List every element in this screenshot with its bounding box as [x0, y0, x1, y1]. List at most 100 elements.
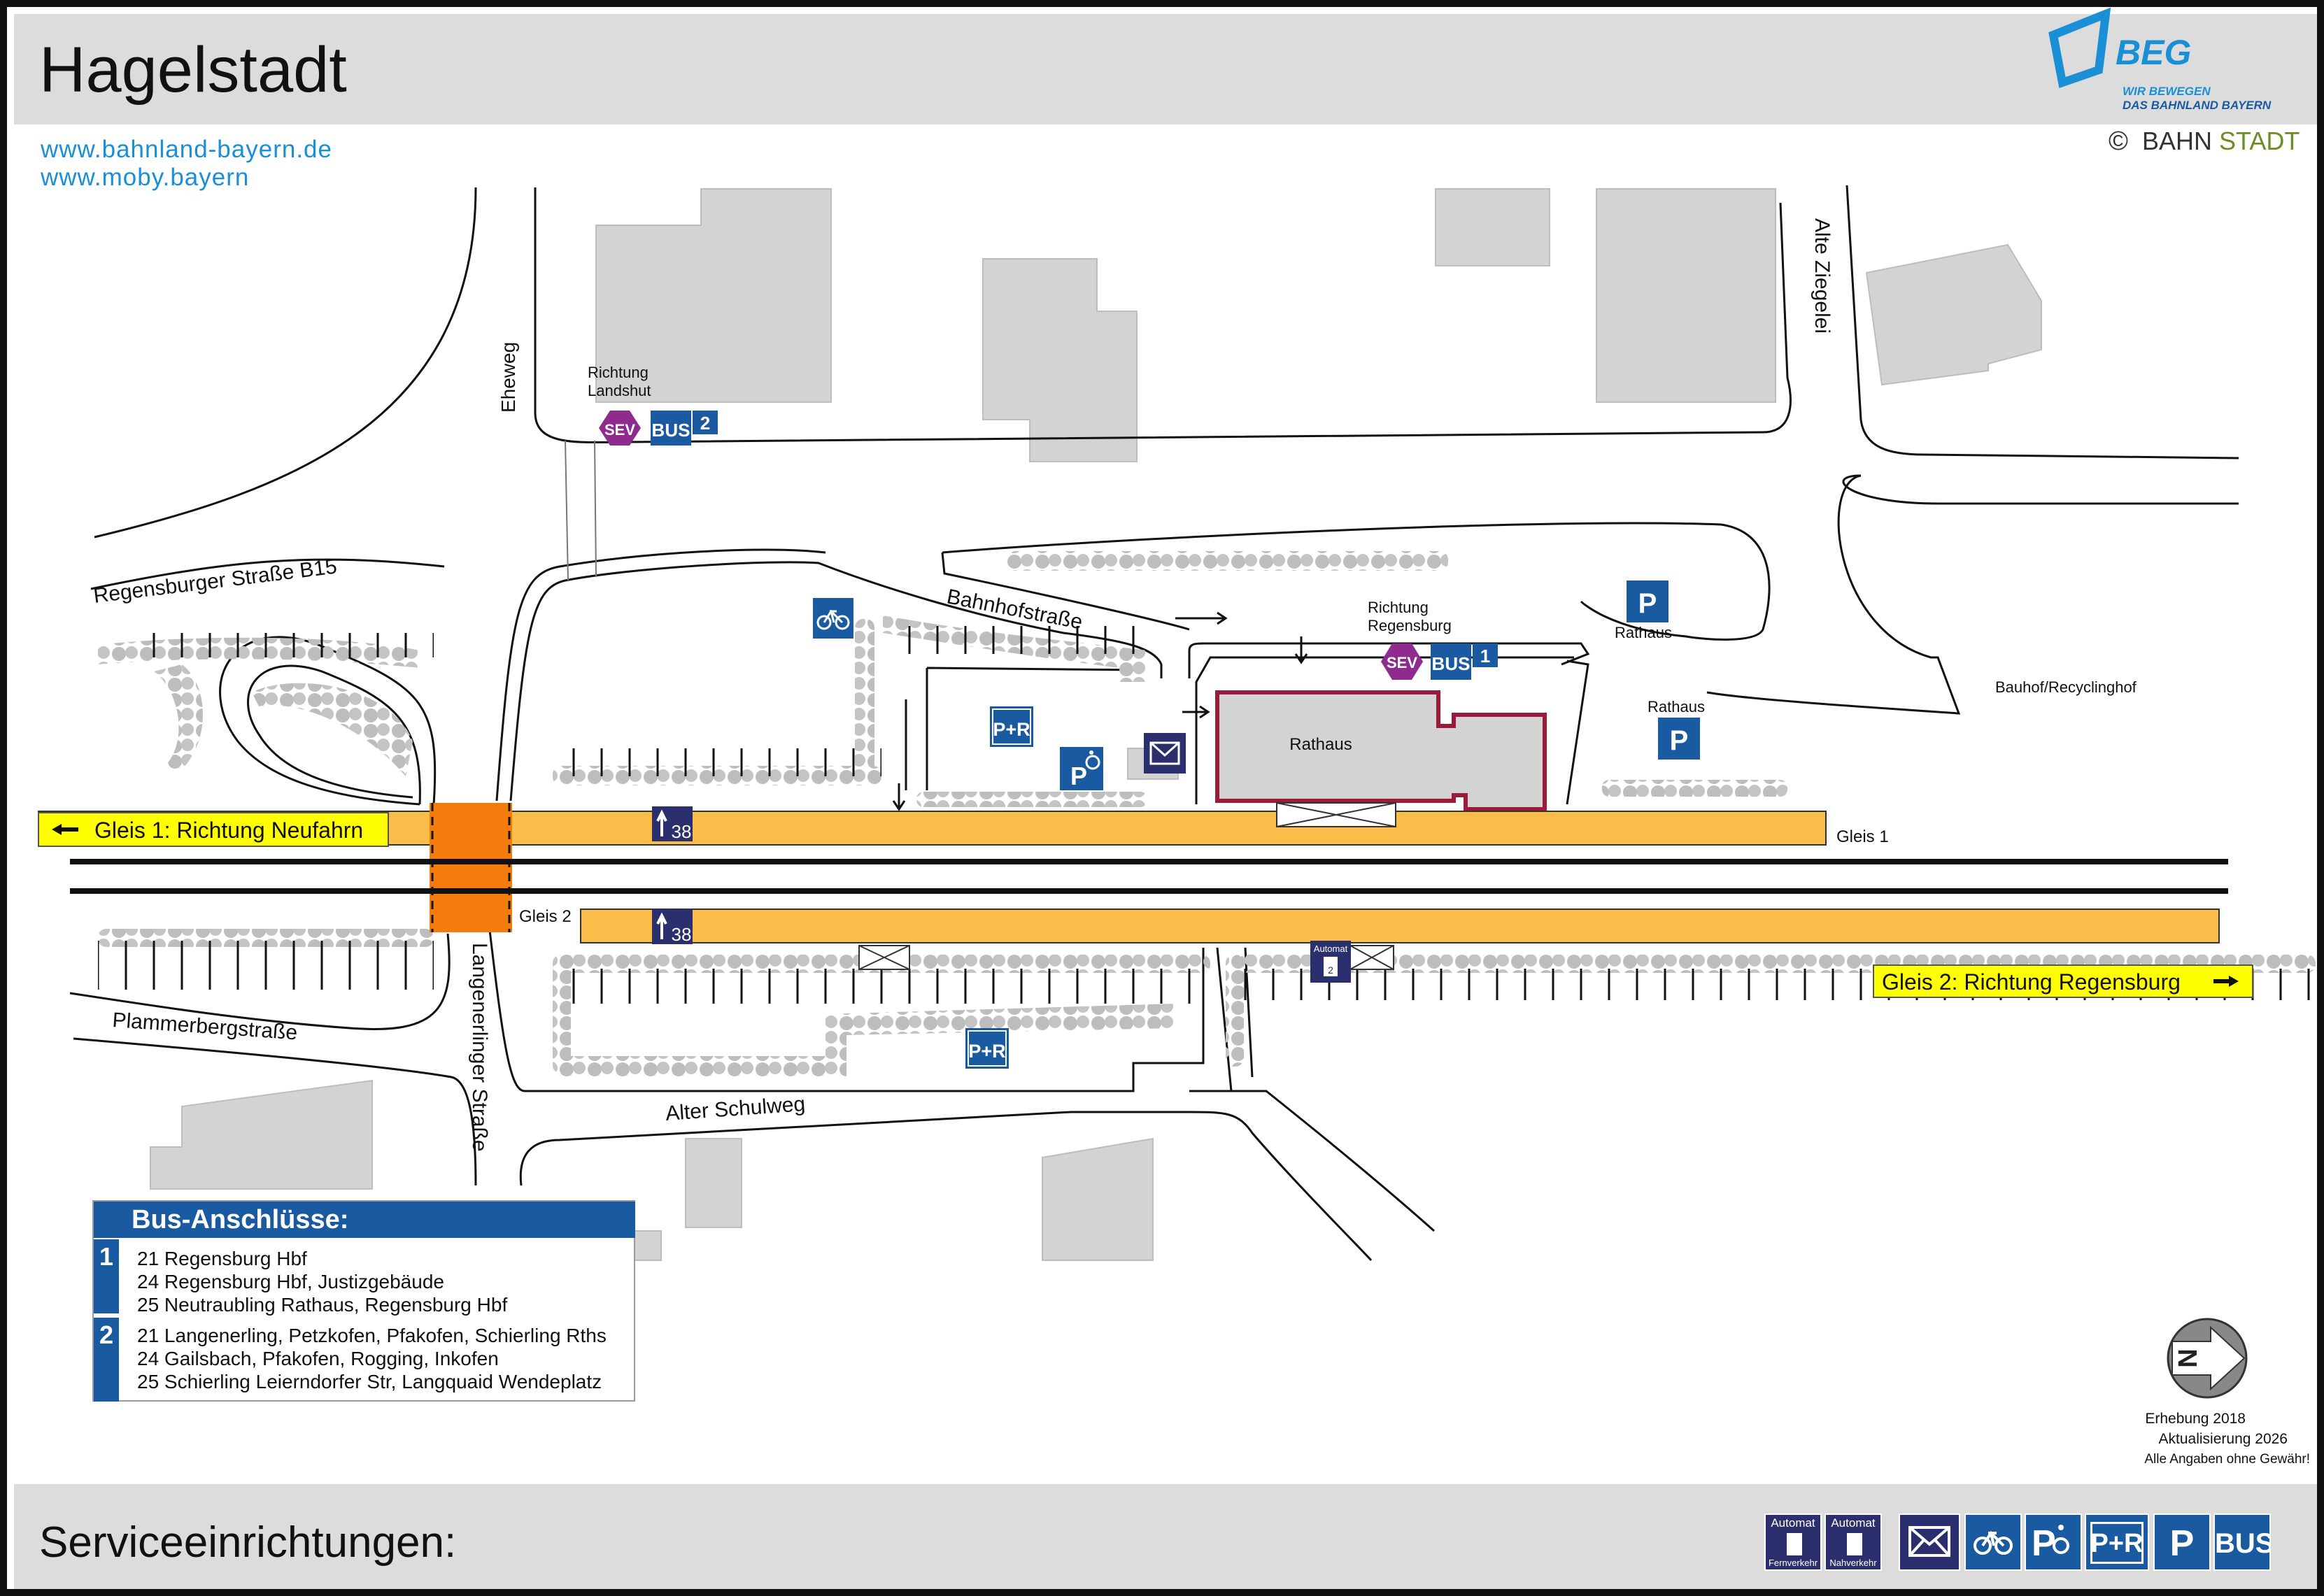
park-and-ride-north[interactable]: P+R: [990, 706, 1033, 747]
fence: [553, 969, 1210, 1004]
ticket-machine-glyph: [1847, 1533, 1862, 1555]
bus-icon-label: BUS: [1432, 653, 1471, 674]
ticket-machine-regional-icon[interactable]: Automat Nahverkehr: [1825, 1513, 1882, 1571]
update-note: Aktualisierung 2026: [2159, 1431, 2288, 1447]
park-and-ride-label: P+R: [968, 1041, 1005, 1062]
bus-connection-stop-number: 1: [94, 1239, 119, 1313]
mailbox-icon[interactable]: [1899, 1513, 1960, 1571]
fence: [98, 941, 434, 990]
bus-icon: [651, 411, 691, 446]
bike-parking[interactable]: [813, 598, 853, 639]
bus-stop-number-box: [693, 411, 718, 434]
building: [982, 258, 1138, 462]
map-canvas: BEG WIR BEWEGEN DAS BAHNLAND BAYERN © BA…: [38, 7, 2316, 1467]
parking-icon[interactable]: P: [2153, 1513, 2211, 1571]
building: [150, 1079, 373, 1190]
bus-connections-panel: Bus-Anschlüsse: 1 21 Regensburg Hbf 24 R…: [92, 1200, 635, 1402]
building: [1865, 243, 2042, 386]
road-edge: [1706, 474, 1961, 715]
beg-tagline-1: WIR BEWEGEN: [2123, 85, 2211, 98]
arrow-up-icon: [656, 912, 667, 939]
gleis-1-direction-label: Gleis 1: Richtung Neufahrn: [94, 818, 363, 843]
road-edge: [90, 558, 445, 590]
bus-icon[interactable]: BUS: [2213, 1513, 2271, 1571]
bus-icon-label: BUS: [652, 420, 690, 441]
parking-label: P: [1670, 725, 1689, 756]
building: [685, 1138, 742, 1228]
bus-stop-regensburg[interactable]: Richtung Regensburg SEV BUS 1: [1368, 599, 1498, 680]
bus-stop-regensburg-label-2: Regensburg: [1368, 617, 1452, 634]
buildings: [150, 188, 2042, 1261]
parking-icon: [1658, 718, 1700, 760]
bus-icon: [1431, 643, 1471, 680]
platform-height-box: [652, 806, 693, 841]
disabled-parking-icon[interactable]: P: [2025, 1513, 2082, 1571]
ticket-machine-label: Automat: [1314, 943, 1348, 954]
sev-icon-label: SEV: [604, 421, 635, 439]
platform-height-box: [652, 909, 693, 944]
road-edge: [942, 522, 1771, 641]
hedge: [252, 683, 413, 776]
gleis-2-direction-label: Gleis 2: Richtung Regensburg: [1882, 969, 2181, 995]
bus-stop-landshut[interactable]: Richtung Landshut SEV BUS 2: [588, 364, 718, 446]
disclaimer-note: Alle Angaben ohne Gewähr!: [2144, 1452, 2310, 1467]
bus-stop-number: 1: [1480, 646, 1490, 667]
gleis-1-label: Gleis 1: [1836, 827, 1889, 846]
hedge: [916, 792, 1147, 807]
arrow-down-icon: [892, 783, 906, 811]
ticket-machine-platform-2[interactable]: Automat 2: [1310, 941, 1351, 983]
road-edge: [519, 1111, 1373, 1262]
park-and-ride-icon: [965, 1028, 1009, 1069]
arrow-left-icon: [52, 824, 78, 835]
road-edge: [941, 552, 1190, 631]
legend-park-and-ride-label: P+R: [2090, 1529, 2144, 1558]
arrow-down-icon: [1294, 636, 1308, 664]
legend-parking-label: P: [2169, 1523, 2195, 1564]
roads: [69, 185, 2239, 1262]
street-regensburger-strasse: Regensburger Straße B15: [92, 555, 339, 608]
ticket-machine-long-distance-icon[interactable]: Automat Fernverkehr: [1764, 1513, 1822, 1571]
hedge: [855, 619, 874, 776]
road-edge: [488, 929, 1205, 1092]
bus-stop-landshut-label-2: Landshut: [588, 382, 651, 399]
building: [632, 1230, 662, 1261]
hedge: [1602, 780, 1787, 797]
legend-disabled-p: P: [2032, 1523, 2056, 1564]
wheelchair-glyph: [2058, 1525, 2064, 1530]
park-and-ride-frame: [2090, 1522, 2144, 1564]
link-bahnland-bayern[interactable]: www.bahnland-bayern.de: [41, 136, 332, 163]
copyright-bahnstadt: © BAHN STADT: [2109, 127, 2300, 156]
gleis-1-direction-sign: [38, 812, 389, 847]
compass: N: [2167, 1318, 2248, 1399]
legend-nahverkehr-label: Nahverkehr: [1829, 1558, 1877, 1568]
link-moby-bayern[interactable]: www.moby.bayern: [41, 164, 250, 191]
platform-height-sign-1: 38: [652, 806, 693, 842]
fence: [883, 626, 1142, 654]
service-title: Serviceeinrichtungen:: [39, 1518, 457, 1567]
building: [1042, 1137, 1154, 1261]
sev-icon-label: SEV: [1387, 654, 1417, 671]
mailbox[interactable]: [1144, 733, 1186, 774]
bicycle-parking-icon[interactable]: [1964, 1513, 2022, 1571]
level-crossing: [430, 803, 512, 932]
beg-logo: BEG WIR BEWEGEN DAS BAHNLAND BAYERN: [2048, 7, 2272, 112]
platform-height-sign-2: 38: [652, 909, 693, 945]
hedge: [1007, 551, 1448, 571]
road-edge: [495, 548, 826, 801]
bus-connection-line: 25 Schierling Leierndorfer Str, Langquai…: [137, 1371, 602, 1392]
beg-tagline-2: DAS BAHNLAND BAYERN: [2123, 99, 2272, 112]
park-and-ride-icon[interactable]: P+R: [2085, 1513, 2149, 1571]
road-edge: [73, 1037, 477, 1186]
survey-note: Erhebung 2018: [2145, 1411, 2246, 1427]
platform-height-value: 38: [672, 821, 692, 842]
disabled-parking[interactable]: P: [1060, 747, 1103, 790]
parking-rathaus-east[interactable]: P: [1658, 718, 1700, 760]
footpath: [565, 440, 597, 581]
street-alter-schulweg: Alter Schulweg: [665, 1092, 806, 1125]
rathaus-parking-label-2: Rathaus: [1648, 698, 1705, 715]
ticket-machine-digit: 2: [1328, 964, 1333, 976]
park-and-ride-south[interactable]: P+R: [965, 1028, 1009, 1069]
legend-automat-label: Automat: [1771, 1516, 1815, 1530]
parking-rathaus-north[interactable]: P: [1627, 580, 1668, 622]
